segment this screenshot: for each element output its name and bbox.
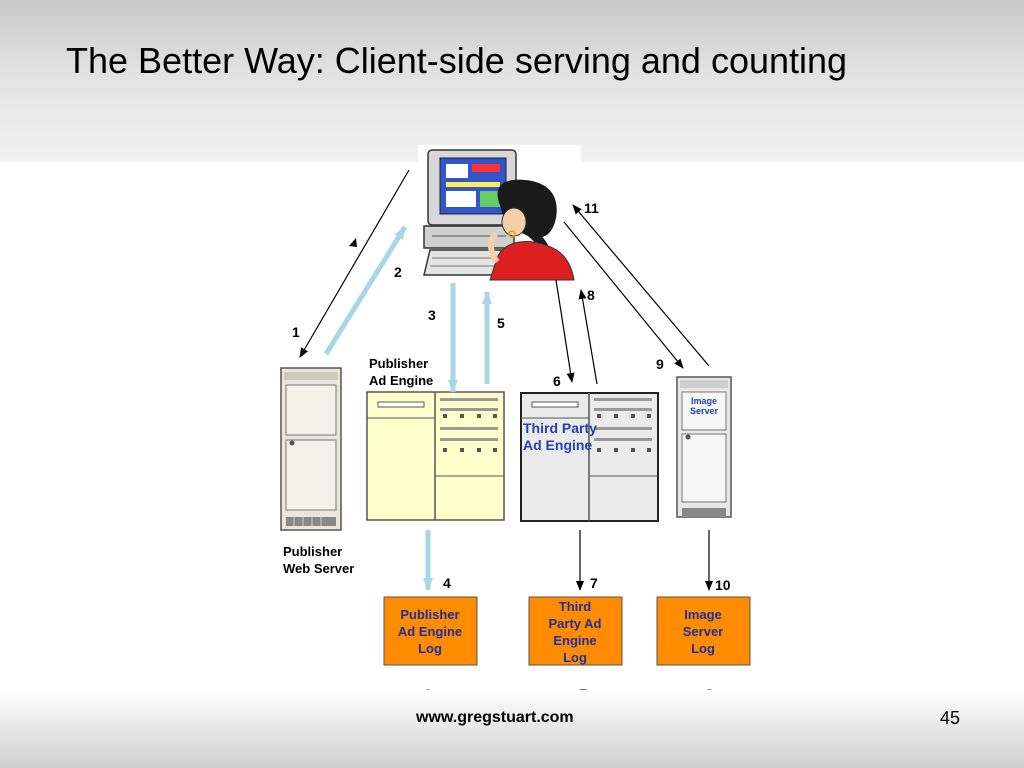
arrow-step-9: [563, 221, 684, 369]
user-at-computer-icon: [418, 145, 581, 281]
publisher-ad-engine-log-box: Publisher Ad Engine Log: [383, 596, 478, 666]
log-c-line3: Log: [691, 641, 715, 656]
image-server-label-line2: Server: [690, 406, 719, 416]
log-b-line2: Party Ad: [549, 616, 602, 631]
third-party-ad-engine-icon: Third Party Ad Engine: [520, 392, 659, 522]
image-server-log-box: Image Server Log: [656, 596, 751, 666]
log-c-line2: Server: [683, 624, 723, 639]
step-label-2: 2: [394, 264, 402, 280]
third-party-ad-engine-log-box: Third Party Ad Engine Log: [528, 596, 623, 666]
publisher-ad-engine-label-line2: Ad Engine: [369, 373, 433, 388]
slide-title: The Better Way: Client-side serving and …: [66, 40, 848, 81]
arrow-step-2: [323, 225, 408, 356]
image-server-icon: Image Server: [676, 376, 732, 518]
publisher-ad-engine-label-line1: Publisher: [369, 356, 428, 371]
page-number: 45: [940, 708, 961, 728]
arrow-step-6: [555, 279, 575, 383]
step-label-11: 11: [584, 200, 599, 216]
log-b-line4: Log: [563, 650, 587, 665]
step-label-8: 8: [587, 287, 595, 303]
arrow-step-11: [572, 204, 710, 367]
arrow-step-8: [578, 289, 598, 385]
publisher-web-server-label-line2: Web Server: [283, 561, 354, 576]
step-label-7: 7: [590, 575, 598, 591]
log-a-line1: Publisher: [400, 607, 459, 622]
publisher-ad-engine-icon: [366, 391, 505, 521]
publisher-web-server-icon: [280, 367, 342, 531]
arrow-mid-head: [349, 238, 357, 247]
step-label-9: 9: [656, 356, 664, 372]
log-b-line3: Engine: [553, 633, 596, 648]
step-label-10: 10: [715, 577, 731, 593]
log-b-line1: Third: [559, 599, 592, 614]
log-a-line3: Log: [418, 641, 442, 656]
step-label-5: 5: [497, 315, 505, 331]
publisher-web-server-label-line1: Publisher: [283, 544, 342, 559]
step-label-1: 1: [292, 324, 300, 340]
footer-band: [0, 690, 1024, 768]
title-banner: [0, 0, 1024, 162]
footer-url: www.gregstuart.com: [416, 709, 574, 726]
third-party-engine-label-line1: Third Party: [523, 420, 597, 436]
step-label-6: 6: [553, 373, 561, 389]
step-label-4: 4: [443, 575, 451, 591]
third-party-engine-label-line2: Ad Engine: [523, 437, 592, 453]
step-label-3: 3: [428, 307, 436, 323]
arrow-step-1: [299, 169, 410, 358]
log-c-line1: Image: [684, 607, 722, 622]
log-a-line2: Ad Engine: [398, 624, 462, 639]
image-server-label-line1: Image: [691, 396, 717, 406]
